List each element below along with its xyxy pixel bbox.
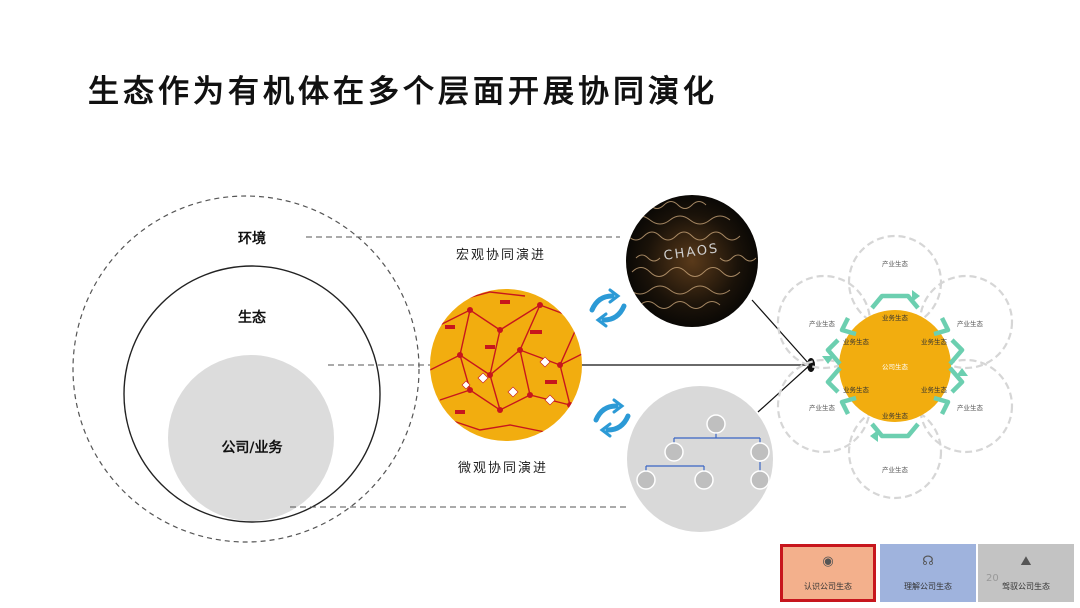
eye-icon: ◉ bbox=[822, 554, 833, 569]
nav-understand-ecosystem[interactable]: ◉ 认识公司生态 bbox=[780, 544, 876, 602]
tree-line bbox=[758, 365, 810, 412]
macro-cycle-icon bbox=[592, 290, 624, 326]
inner-label-upper-left: 业务生态 bbox=[843, 337, 870, 346]
tree-circle bbox=[627, 386, 773, 532]
micro-label: 微观协同演进 bbox=[458, 460, 548, 476]
flower-center-label: 公司生态 bbox=[882, 362, 909, 371]
company-circle bbox=[168, 355, 334, 521]
nav-label-3: 驾驭公司生态 bbox=[1002, 581, 1050, 592]
inner-label-lower-left: 业务生态 bbox=[843, 385, 870, 394]
petal-label-lower-right: 产业生态 bbox=[957, 403, 984, 412]
nav-label-1: 认识公司生态 bbox=[804, 581, 852, 592]
micro-cycle-icon bbox=[596, 400, 628, 436]
inner-label-top: 业务生态 bbox=[882, 313, 909, 322]
chaos-circle: CHAOS bbox=[626, 195, 758, 327]
macro-label: 宏观协同演进 bbox=[456, 247, 546, 263]
environment-label: 环境 bbox=[238, 230, 266, 247]
inner-label-lower-right: 业务生态 bbox=[921, 385, 948, 394]
nav-label-2: 理解公司生态 bbox=[904, 581, 952, 592]
climb-icon: ⛰ bbox=[1021, 554, 1032, 569]
petal-label-upper-left: 产业生态 bbox=[809, 319, 836, 328]
inner-label-bottom: 业务生态 bbox=[882, 411, 909, 420]
inner-label-upper-right: 业务生态 bbox=[921, 337, 948, 346]
nav-comprehend-ecosystem[interactable]: ☊ 理解公司生态 bbox=[880, 544, 976, 602]
petal-label-upper-right: 产业生态 bbox=[957, 319, 984, 328]
brain-icon: ☊ bbox=[922, 554, 934, 569]
chaos-line bbox=[752, 300, 810, 365]
ecosystem-flower: 产业生态 产业生态 产业生态 产业生态 产业生态 产业生态 公司生态 业务生态 … bbox=[778, 236, 1012, 498]
page-number: 20 bbox=[986, 573, 999, 584]
petal-label-top: 产业生态 bbox=[882, 259, 909, 268]
company-label: 公司/业务 bbox=[221, 439, 283, 456]
ecosystem-label: 生态 bbox=[238, 309, 266, 326]
petal-label-bottom: 产业生态 bbox=[882, 465, 909, 474]
petal-label-lower-left: 产业生态 bbox=[809, 403, 836, 412]
network-circle bbox=[430, 289, 590, 441]
